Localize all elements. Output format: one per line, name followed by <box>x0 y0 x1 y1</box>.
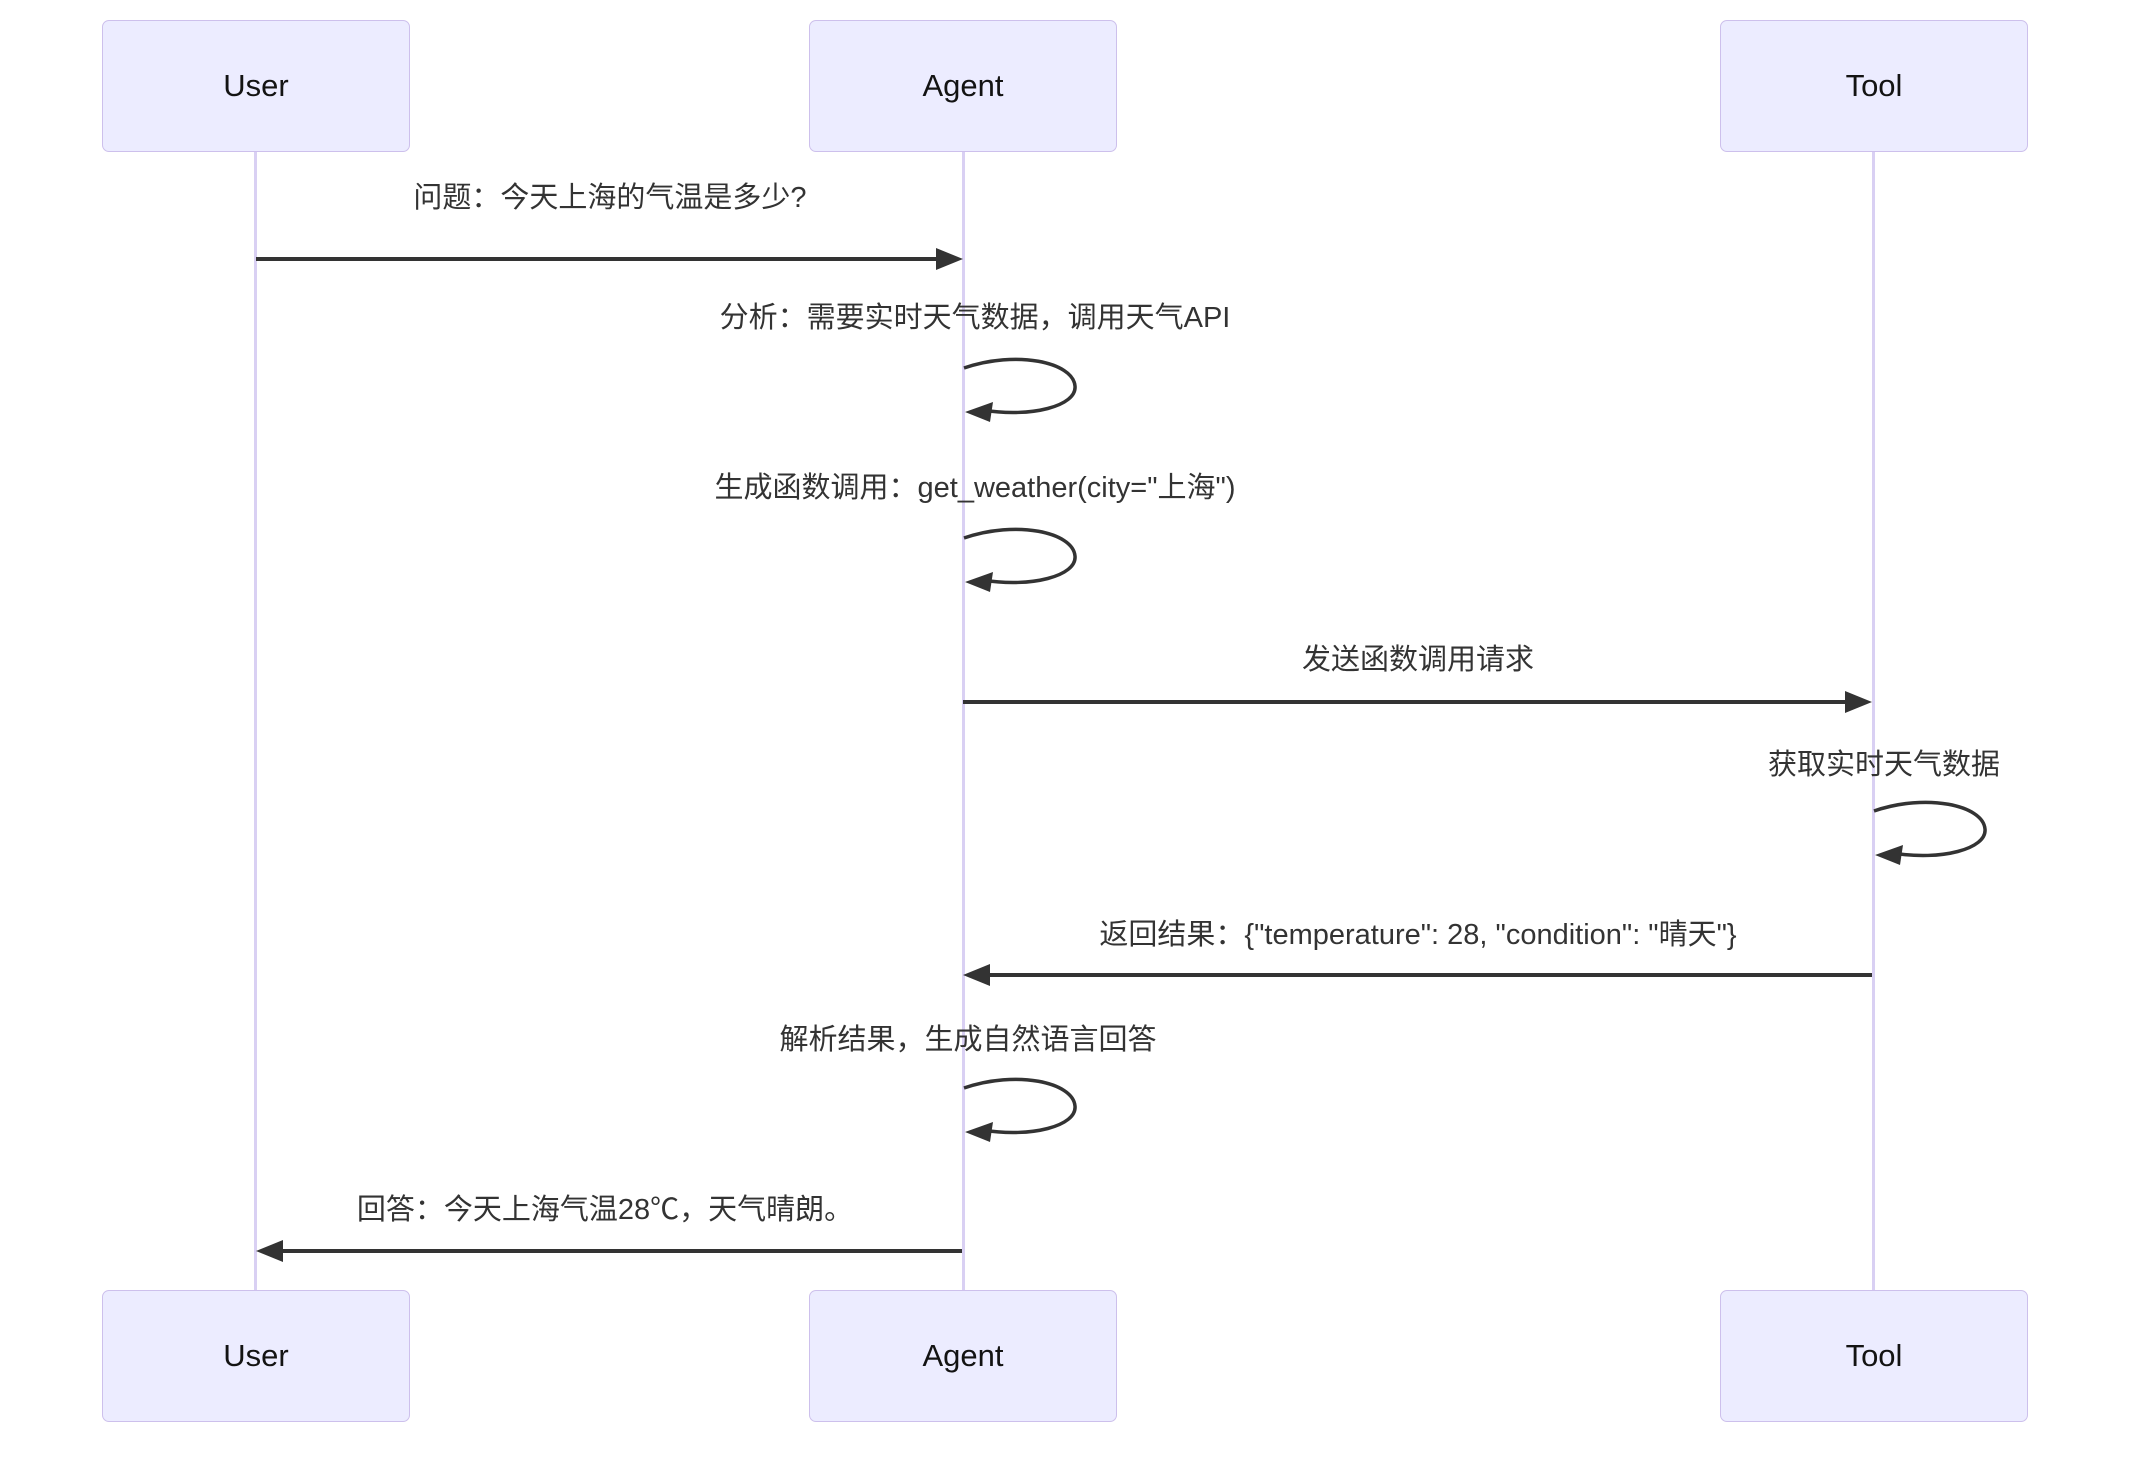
actor-tool-bottom: Tool <box>1720 1290 2028 1422</box>
actor-agent-label: Agent <box>922 1338 1004 1373</box>
message-6-label: 返回结果：{"temperature": 28, "condition": "晴… <box>1099 919 1737 951</box>
message-8-arrow-line <box>273 1249 962 1253</box>
message-3-label: 生成函数调用：get_weather(city="上海") <box>714 472 1236 504</box>
message-1-arrow-line <box>256 257 946 261</box>
message-2-label: 分析：需要实时天气数据，调用天气API <box>719 302 1231 334</box>
actor-agent-bottom: Agent <box>809 1290 1117 1422</box>
actor-user-label: User <box>223 1338 289 1373</box>
message-5-label: 获取实时天气数据 <box>1767 749 2001 781</box>
lifeline-tool <box>1872 152 1875 1290</box>
message-8-label: 回答：今天上海气温28℃，天气晴朗。 <box>356 1194 854 1226</box>
lifeline-user <box>254 152 257 1290</box>
actor-user-label: User <box>223 68 289 103</box>
message-1-arrowhead-icon <box>936 248 963 270</box>
actor-user-bottom: User <box>102 1290 410 1422</box>
actor-tool-label: Tool <box>1845 1338 1903 1373</box>
message-4-arrow-line <box>963 700 1857 704</box>
message-4-arrowhead-icon <box>1845 691 1872 713</box>
actor-user-top: User <box>102 20 410 152</box>
message-4-label: 发送函数调用请求 <box>1301 644 1535 676</box>
lifeline-agent <box>962 152 965 1290</box>
message-3-selfloop-icon <box>963 527 1077 592</box>
actor-agent-top: Agent <box>809 20 1117 152</box>
message-2-selfloop-icon <box>963 357 1077 422</box>
message-7-label: 解析结果，生成自然语言回答 <box>779 1024 1157 1056</box>
message-7-selfloop-icon <box>963 1077 1077 1142</box>
actor-agent-label: Agent <box>922 68 1004 103</box>
message-6-arrowhead-icon <box>963 964 990 986</box>
message-1-label: 问题：今天上海的气温是多少? <box>413 182 807 214</box>
message-6-arrow-line <box>980 973 1872 977</box>
message-5-selfloop-icon <box>1873 800 1987 865</box>
message-8-arrowhead-icon <box>256 1240 283 1262</box>
actor-tool-label: Tool <box>1845 68 1903 103</box>
actor-tool-top: Tool <box>1720 20 2028 152</box>
